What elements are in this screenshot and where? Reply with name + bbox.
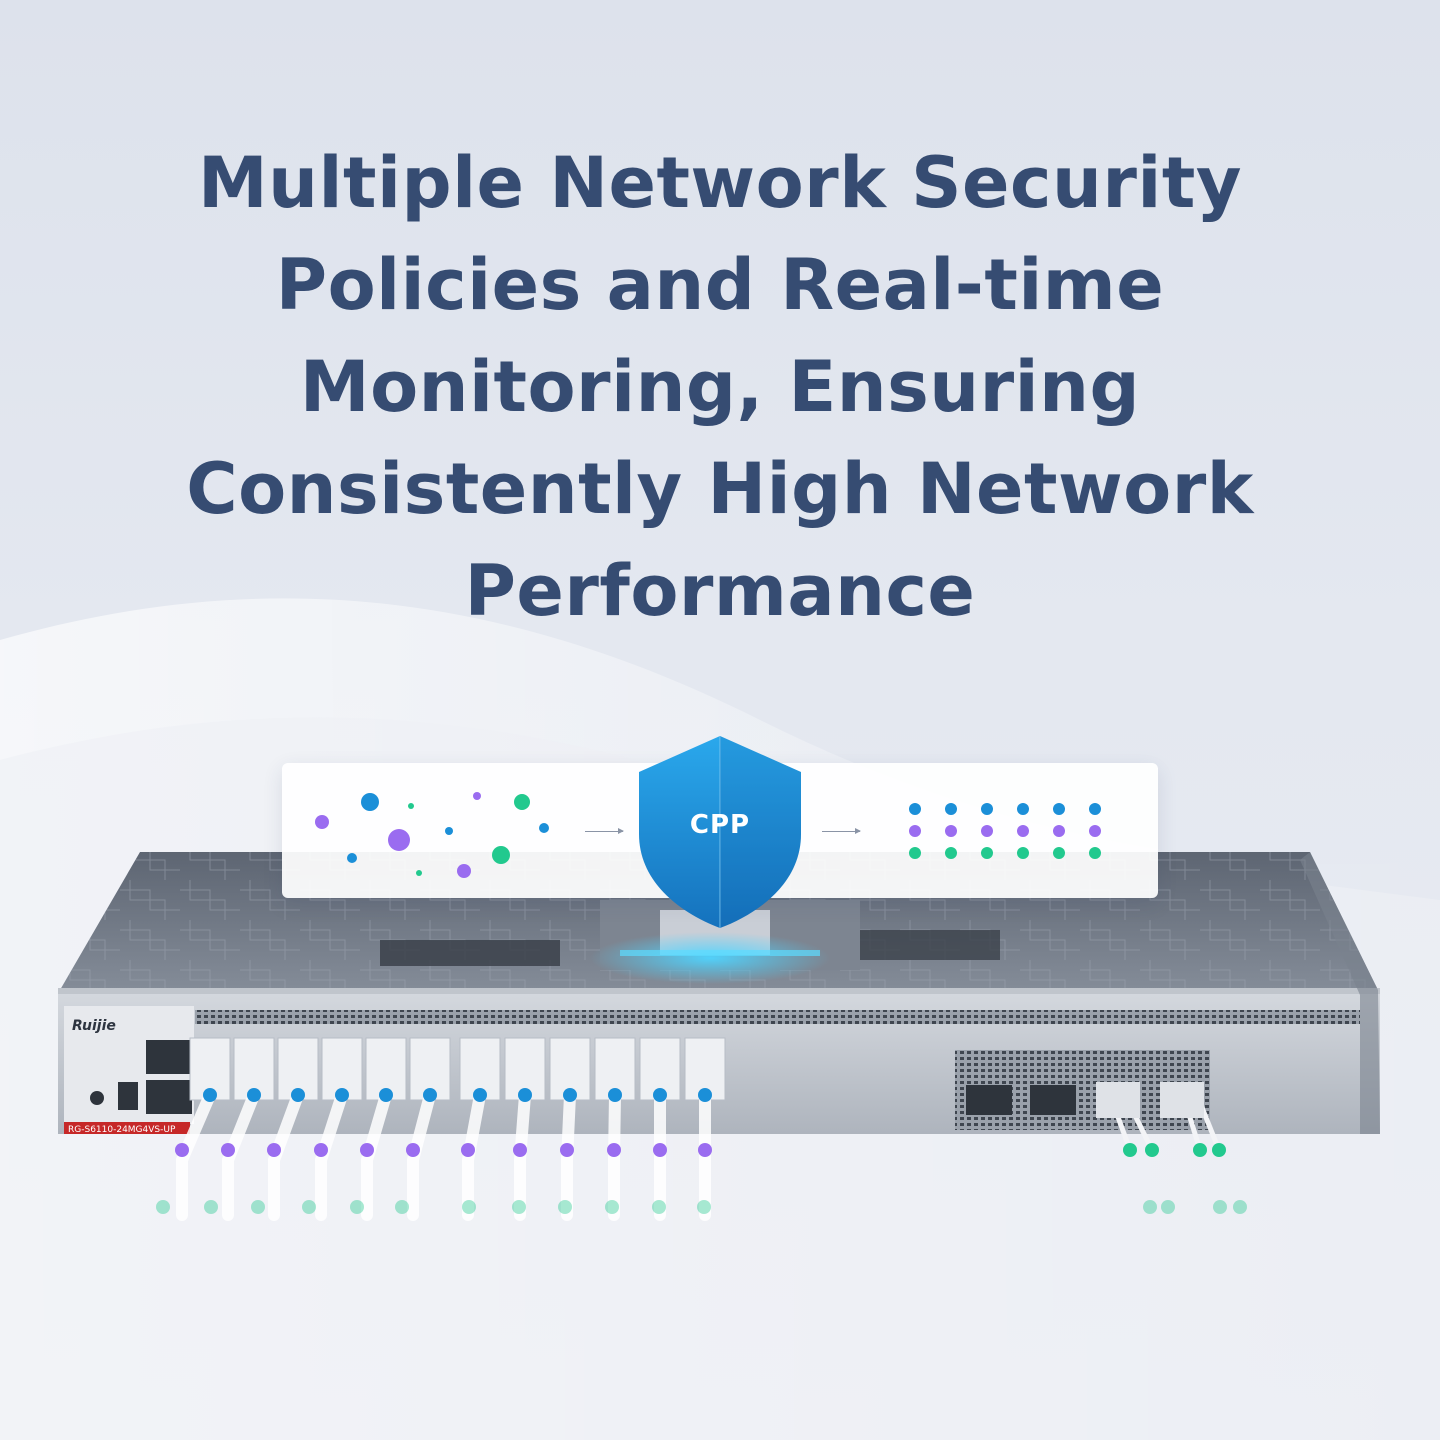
- port-dot: [461, 1143, 475, 1157]
- port-dot: [335, 1088, 349, 1102]
- sfp-dot: [1145, 1143, 1159, 1157]
- port-dot: [395, 1200, 409, 1214]
- incoming-dot: [416, 870, 422, 876]
- sfp-dot: [1213, 1200, 1227, 1214]
- outgoing-dot: [981, 847, 993, 859]
- port-dot: [698, 1088, 712, 1102]
- outgoing-dot: [945, 847, 957, 859]
- port-dot: [267, 1143, 281, 1157]
- incoming-dot: [388, 829, 410, 851]
- port-dot: [423, 1088, 437, 1102]
- port-dot: [156, 1200, 170, 1214]
- sfp-dot: [1143, 1200, 1157, 1214]
- port-dot: [204, 1200, 218, 1214]
- outgoing-dot: [909, 847, 921, 859]
- outgoing-dot: [1017, 825, 1029, 837]
- incoming-dot: [514, 794, 530, 810]
- outgoing-dot: [981, 825, 993, 837]
- incoming-dot: [492, 846, 510, 864]
- port-dot: [203, 1088, 217, 1102]
- shield-label: CPP: [689, 810, 751, 840]
- port-dot: [221, 1143, 235, 1157]
- outgoing-dot: [1017, 847, 1029, 859]
- outgoing-dot: [945, 803, 957, 815]
- outgoing-dot: [1089, 825, 1101, 837]
- port-dot: [698, 1143, 712, 1157]
- incoming-dot: [361, 793, 379, 811]
- port-dot: [302, 1200, 316, 1214]
- port-dot: [518, 1088, 532, 1102]
- port-dot: [607, 1143, 621, 1157]
- brand-logo: Ruijie: [72, 1018, 116, 1034]
- port-dot: [653, 1088, 667, 1102]
- incoming-dot: [347, 853, 357, 863]
- sfp-dot: [1233, 1200, 1247, 1214]
- sfp-dot: [1212, 1143, 1226, 1157]
- outgoing-dot: [1089, 847, 1101, 859]
- arrow-out-icon: [822, 828, 861, 834]
- port-dot: [314, 1143, 328, 1157]
- port-dot: [608, 1088, 622, 1102]
- port-dot: [462, 1200, 476, 1214]
- outgoing-dot: [1053, 803, 1065, 815]
- port-dot: [360, 1143, 374, 1157]
- shield-icon: [639, 736, 801, 928]
- sfp-dot: [1193, 1143, 1207, 1157]
- port-dot: [513, 1143, 527, 1157]
- port-dot: [697, 1200, 711, 1214]
- port-dot: [291, 1088, 305, 1102]
- port-dot: [652, 1200, 666, 1214]
- port-dot: [653, 1143, 667, 1157]
- incoming-dot: [445, 827, 453, 835]
- headline-line-5: Performance: [464, 550, 976, 632]
- port-dot: [251, 1200, 265, 1214]
- headline-line-1: Multiple Network Security: [198, 142, 1242, 224]
- port-dot: [558, 1200, 572, 1214]
- outgoing-dot: [1017, 803, 1029, 815]
- incoming-dot: [539, 823, 549, 833]
- incoming-dot: [408, 803, 414, 809]
- port-dot: [512, 1200, 526, 1214]
- outgoing-dot: [1089, 803, 1101, 815]
- port-dot: [379, 1088, 393, 1102]
- headline-line-3: Monitoring, Ensuring: [299, 346, 1141, 428]
- port-dot: [175, 1143, 189, 1157]
- headline-line-2: Policies and Real-time: [275, 244, 1165, 326]
- outgoing-dot: [1053, 847, 1065, 859]
- port-dot: [563, 1088, 577, 1102]
- port-dot: [406, 1143, 420, 1157]
- arrow-in-icon: [585, 828, 624, 834]
- port-dot: [247, 1088, 261, 1102]
- port-dot: [350, 1200, 364, 1214]
- model-label: RG-S6110-24MG4VS-UP: [68, 1125, 176, 1135]
- sfp-dot: [1161, 1200, 1175, 1214]
- outgoing-dot: [1053, 825, 1065, 837]
- outgoing-dot: [909, 825, 921, 837]
- headline-line-4: Consistently High Network: [186, 448, 1254, 530]
- outgoing-dot: [945, 825, 957, 837]
- headline: Multiple Network Security Policies and R…: [120, 132, 1320, 642]
- outgoing-dot: [981, 803, 993, 815]
- sfp-dot: [1123, 1143, 1137, 1157]
- incoming-dot: [473, 792, 481, 800]
- incoming-dot: [457, 864, 471, 878]
- outgoing-dot: [909, 803, 921, 815]
- incoming-dot: [315, 815, 329, 829]
- port-dot: [560, 1143, 574, 1157]
- port-dot: [605, 1200, 619, 1214]
- port-dot: [473, 1088, 487, 1102]
